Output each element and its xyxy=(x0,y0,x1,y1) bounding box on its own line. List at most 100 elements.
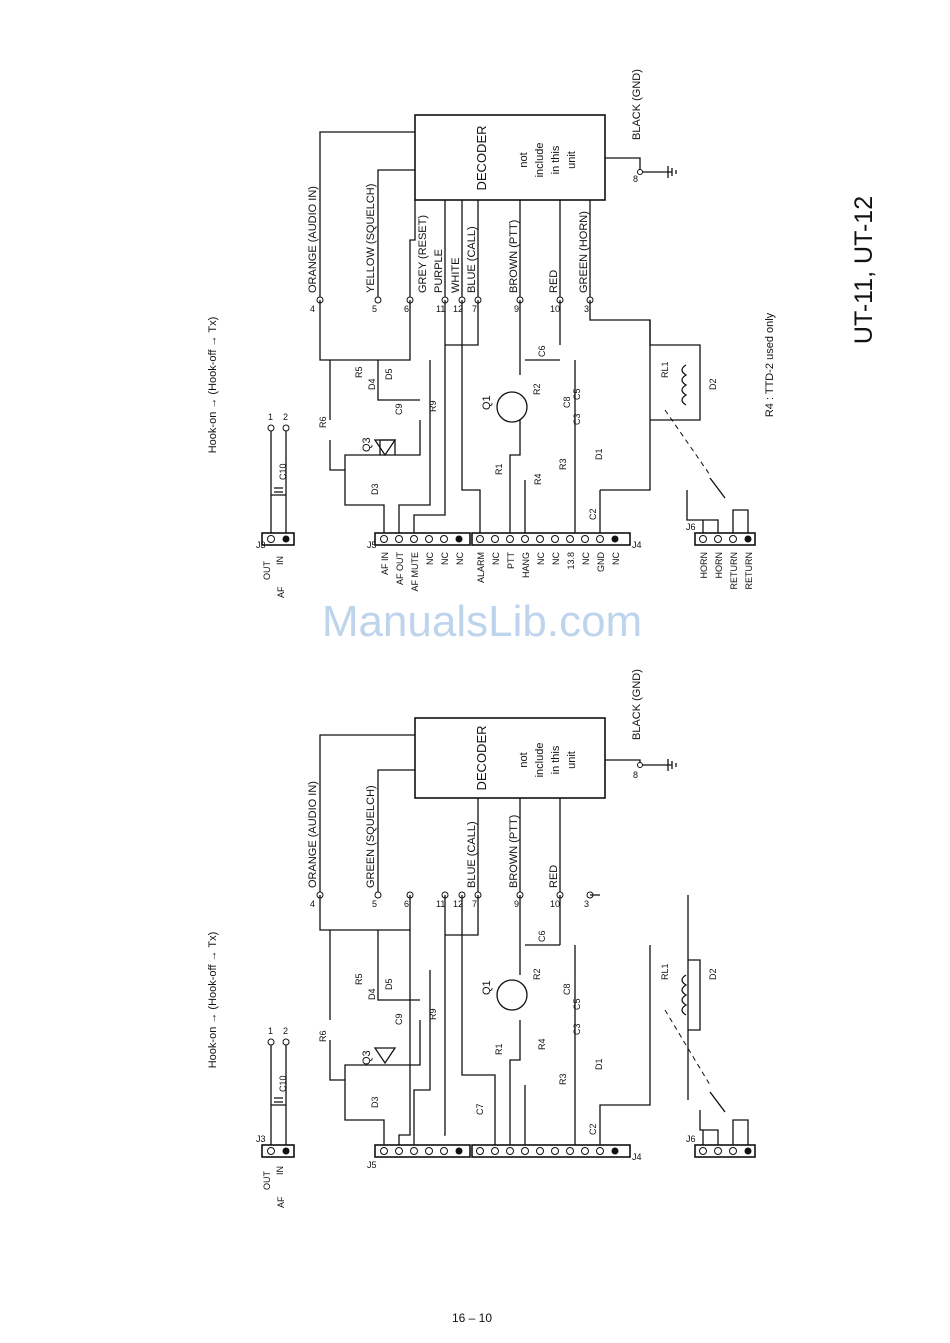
part-label: D3 xyxy=(370,483,380,495)
j6-name: J6 xyxy=(686,1134,696,1144)
part-label: 2 xyxy=(283,412,288,422)
j5-name: J5 xyxy=(367,540,377,550)
j5-pin-label: NC xyxy=(455,552,465,565)
part-label: C7 xyxy=(475,1103,485,1115)
part-label: R5 xyxy=(354,366,364,378)
wire-label: GREEN (SQUELCH) xyxy=(365,785,377,888)
part-label: D1 xyxy=(594,448,604,460)
wire-label: GREEN (HORN) xyxy=(578,211,590,293)
part-label: C6 xyxy=(537,930,547,942)
page-number: 16 – 10 xyxy=(452,1311,492,1325)
decoder-box xyxy=(414,717,606,799)
j6-pin-label: HORN xyxy=(714,552,724,579)
part-label: D5 xyxy=(384,368,394,380)
wire-num: 12 xyxy=(453,899,463,909)
part-label: R9 xyxy=(428,400,438,412)
j6-pin-label: HORN xyxy=(699,552,709,579)
wire-num: 9 xyxy=(514,899,519,909)
decoder-title: DECODER xyxy=(474,125,489,190)
part-label: 1 xyxy=(268,412,273,422)
j6-connector xyxy=(694,1144,756,1158)
j4-pin-label: 13.8 xyxy=(566,552,576,570)
part-label: Q1 xyxy=(481,395,493,410)
decoder-title: DECODER xyxy=(474,725,489,790)
wire-num: 5 xyxy=(372,899,377,909)
part-label: 2 xyxy=(283,1026,288,1036)
part-label: R2 xyxy=(532,968,542,980)
wire-num: 11 xyxy=(436,899,445,909)
model-title: UT-11, UT-12 xyxy=(850,196,878,344)
j4-name: J4 xyxy=(632,540,642,550)
j3-in: IN xyxy=(275,556,285,565)
j3-af: AF xyxy=(276,1196,286,1208)
wire-label: WHITE xyxy=(450,258,462,293)
decoder-note-4: unit xyxy=(566,151,578,169)
wire-num: 10 xyxy=(550,899,560,909)
wire-label: ORANGE (AUDIO IN) xyxy=(307,781,319,888)
part-label: D2 xyxy=(708,378,718,390)
part-label: R6 xyxy=(318,1030,328,1042)
gnd-wire-num: 8 xyxy=(633,174,638,184)
wire-label: BROWN (PTT) xyxy=(508,815,520,888)
hook-note: Hook-on → (Hook-off → Tx) xyxy=(207,317,219,454)
gnd-wire-label: BLACK (GND) xyxy=(631,69,643,140)
wire-num: 12 xyxy=(453,304,463,314)
part-label: D5 xyxy=(384,978,394,990)
j4-pin-label: GND xyxy=(596,552,606,573)
part-label: C10 xyxy=(278,1075,288,1092)
j3-name: J3 xyxy=(256,1134,266,1144)
j6-pin-label: RETURN xyxy=(729,552,739,590)
part-label: RL1 xyxy=(660,963,670,980)
j4-name: J4 xyxy=(632,1152,642,1162)
wire-terminals-upper xyxy=(316,296,594,304)
decoder-note-2: include xyxy=(534,743,546,778)
part-label: R5 xyxy=(354,973,364,985)
wire-num: 5 xyxy=(372,304,377,314)
j4-pin-label: ALARM xyxy=(476,552,486,583)
j4-pin-label: HANG xyxy=(521,552,531,578)
decoder-note-4: unit xyxy=(566,751,578,769)
j4-pin-label: PTT xyxy=(506,551,516,569)
decoder-note-2: include xyxy=(534,143,546,178)
j5-name: J5 xyxy=(367,1160,377,1170)
j5-pin-label: NC xyxy=(440,552,450,565)
j3-out: OUT xyxy=(262,561,272,581)
wire-num: 7 xyxy=(472,899,477,909)
part-label: D2 xyxy=(708,968,718,980)
part-label: R6 xyxy=(318,416,328,428)
j4-pin-label: NC xyxy=(551,552,561,565)
wire-num: 10 xyxy=(550,304,560,314)
wire-label: BLUE (CALL) xyxy=(466,821,478,888)
wire-num: 3 xyxy=(584,304,589,314)
part-label: C10 xyxy=(278,463,288,480)
part-label: D1 xyxy=(594,1058,604,1070)
part-label: C8 xyxy=(562,396,572,408)
wire-label: BROWN (PTT) xyxy=(508,220,520,293)
wire-label: ORANGE (AUDIO IN) xyxy=(307,186,319,293)
j3-af: AF xyxy=(276,586,286,598)
part-label: Q3 xyxy=(361,1050,373,1065)
schematic-lower: Hook-on → (Hook-off → Tx) DECODER not in… xyxy=(207,669,756,1208)
j6-name: J6 xyxy=(686,522,696,532)
wire-label: PURPLE xyxy=(433,249,445,293)
part-label: C9 xyxy=(394,403,404,415)
j6-pin-label: RETURN xyxy=(744,552,754,590)
wire-num: 11 xyxy=(436,304,445,314)
part-label: R1 xyxy=(494,463,504,475)
part-label: R3 xyxy=(558,458,568,470)
part-label: R3 xyxy=(558,1073,568,1085)
part-label: C5 xyxy=(572,388,582,400)
wire-num: 3 xyxy=(584,899,589,909)
wire-label: YELLOW (SQUELCH) xyxy=(365,184,377,293)
part-label: R4 xyxy=(537,1038,547,1050)
part-label: C5 xyxy=(572,998,582,1010)
wire-num: 6 xyxy=(404,899,409,909)
part-label: C6 xyxy=(537,345,547,357)
wire-num: 7 xyxy=(472,304,477,314)
part-label: D4 xyxy=(367,378,377,390)
decoder-box xyxy=(414,114,606,201)
j4-pin-label: NC xyxy=(611,552,621,565)
j3-out: OUT xyxy=(262,1171,272,1191)
decoder-note-3: in this xyxy=(550,745,562,774)
